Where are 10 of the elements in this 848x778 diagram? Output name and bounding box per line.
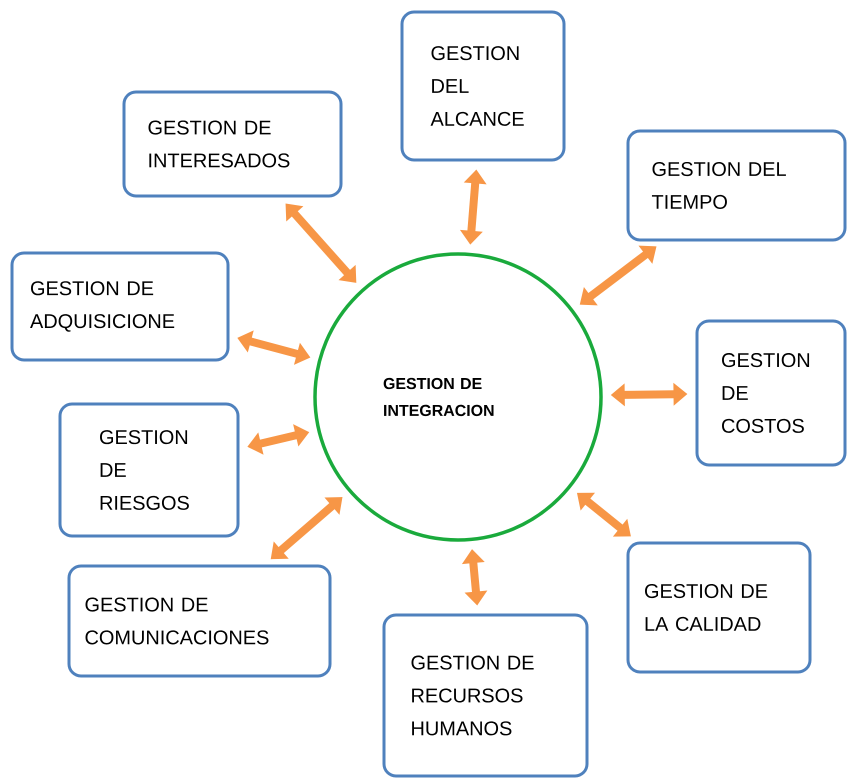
process-box: GESTION DEL ALCANCE	[400, 10, 566, 162]
process-box: GESTION DE RECURSOS HUMANOS	[382, 613, 588, 778]
double-arrow	[286, 204, 356, 283]
process-box: GESTION DE RIESGOS	[58, 402, 240, 538]
process-box: GESTION DE ADQUISICIONE	[10, 251, 230, 362]
process-box: GESTION DE COSTOS	[696, 319, 846, 466]
process-box: GESTION DE COMUNICACIONES	[68, 564, 332, 678]
process-box: GESTION DE INTERESADOS	[122, 90, 342, 198]
process-box: GESTION DEL TIEMPO	[626, 129, 846, 242]
process-box: GESTION DE LA CALIDAD	[626, 541, 812, 674]
